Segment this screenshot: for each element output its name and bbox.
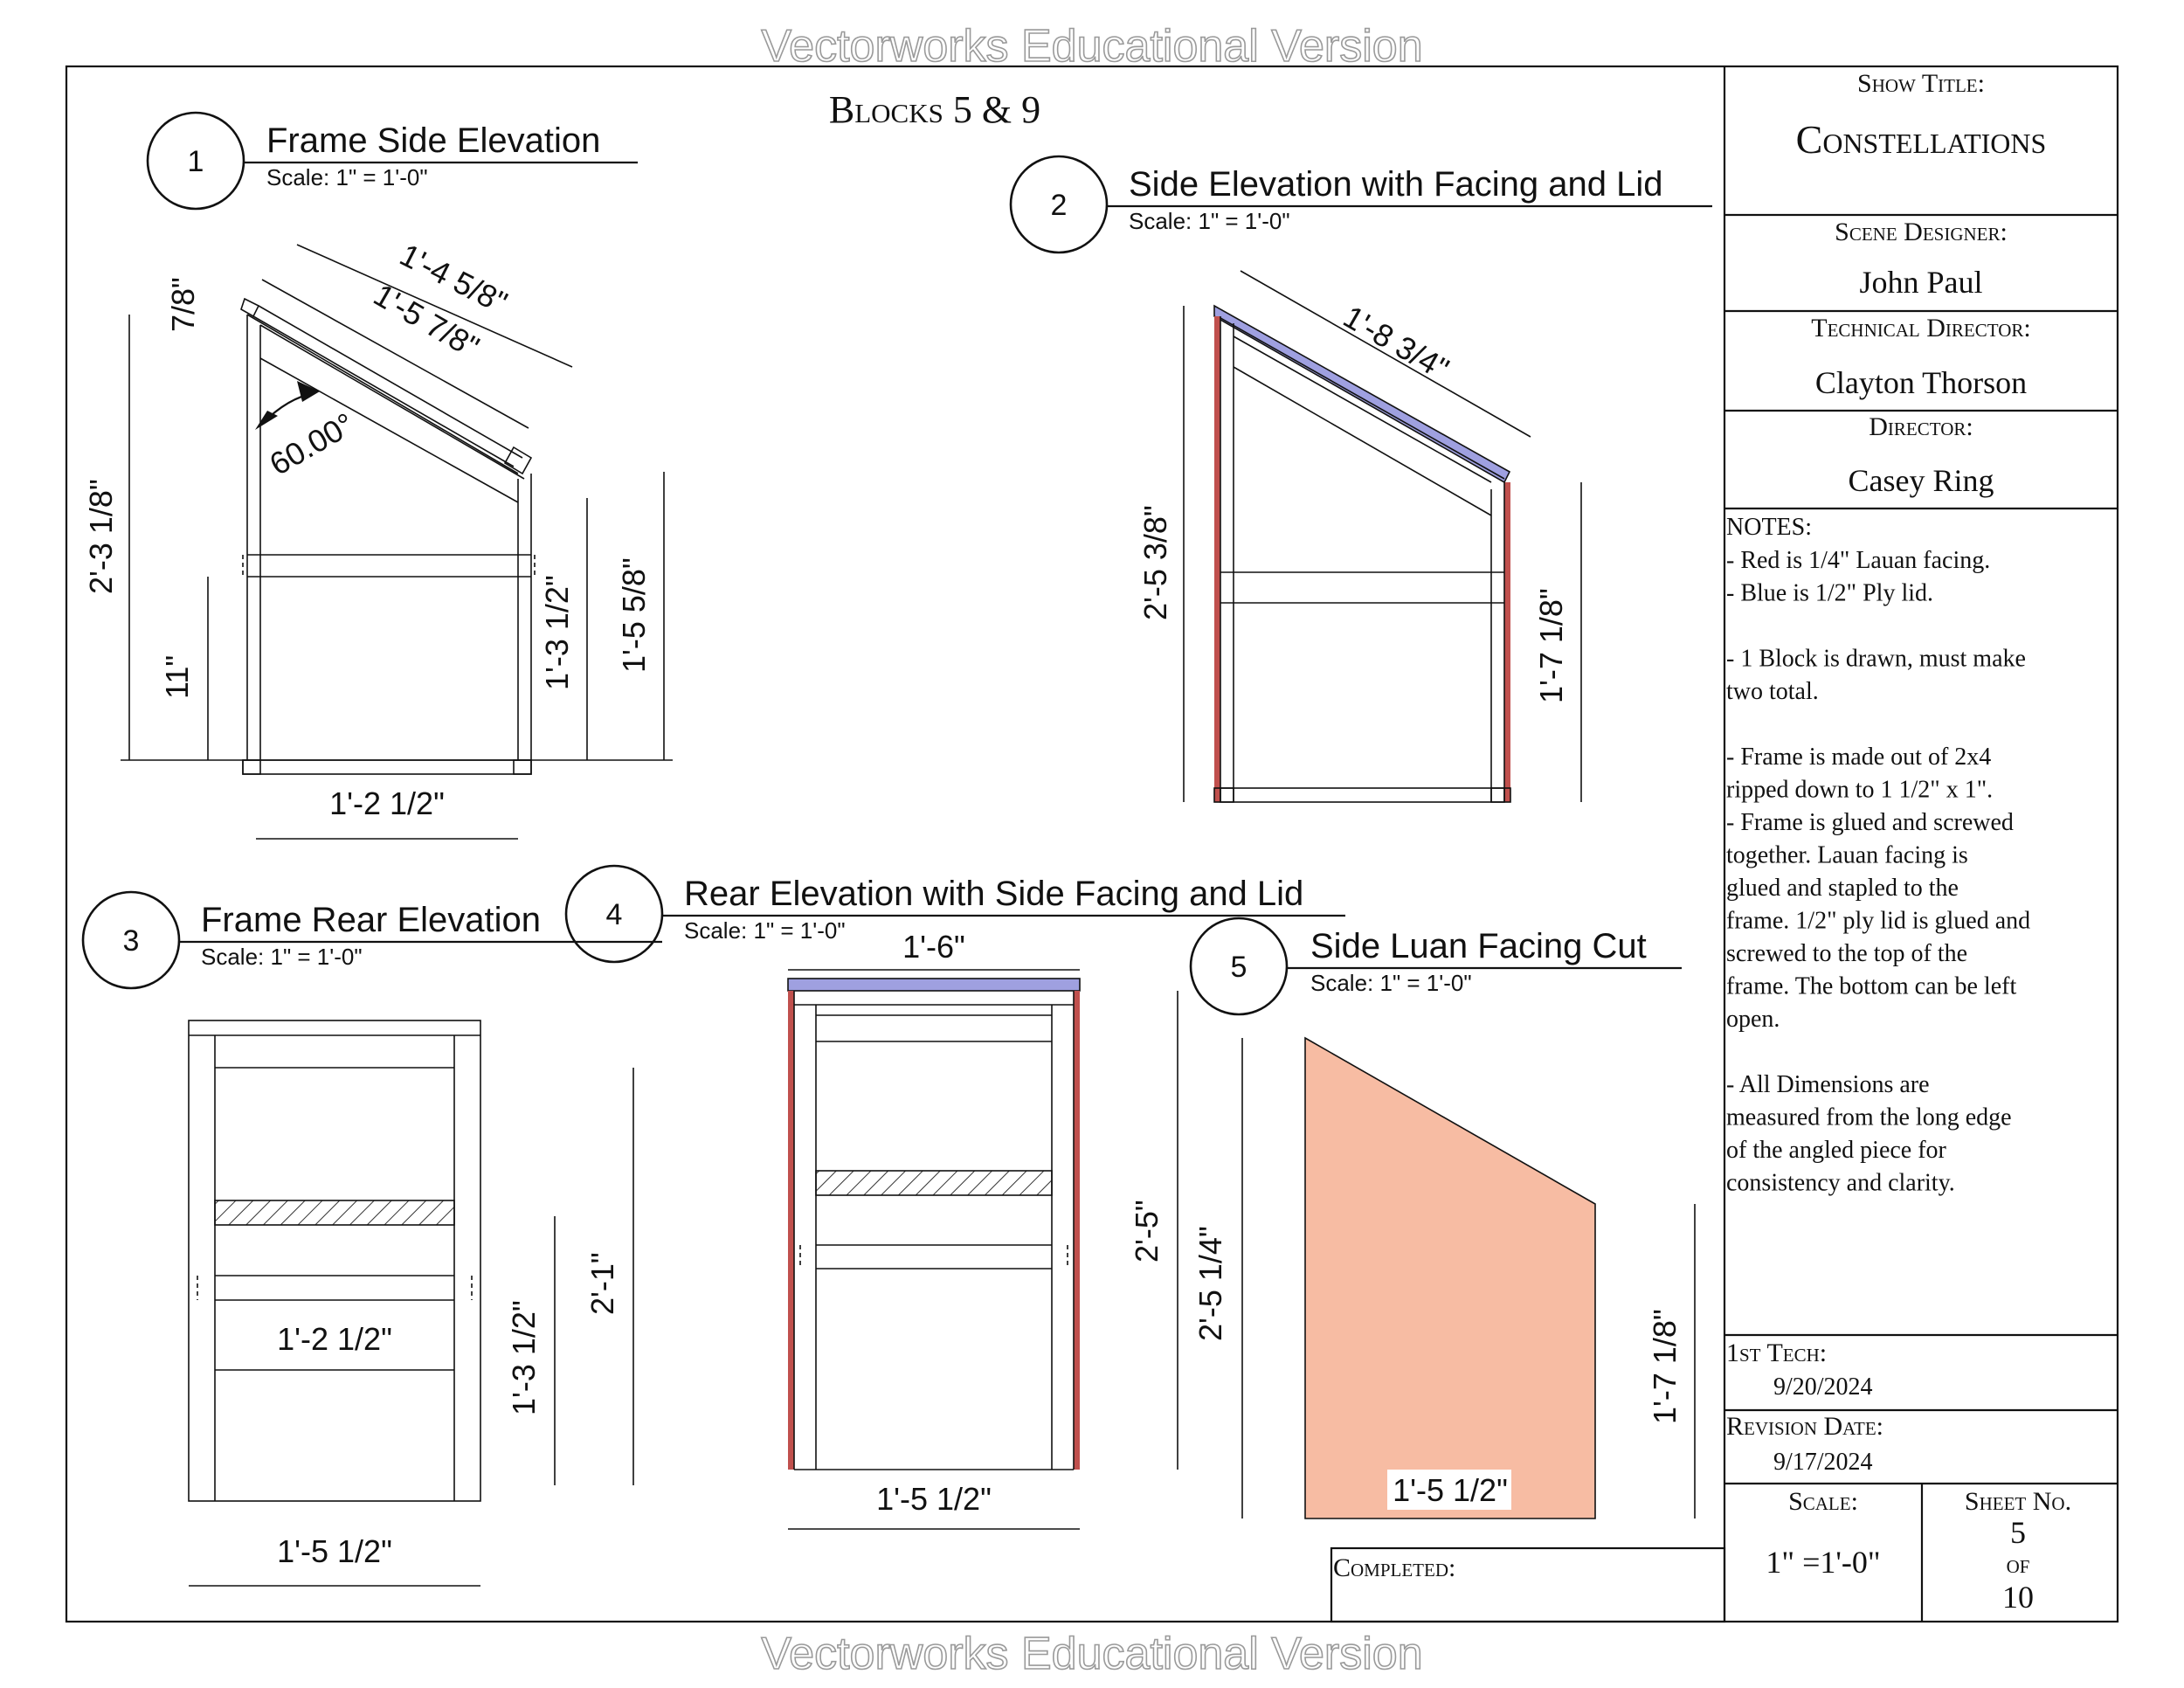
note-line: - Red is 1/4" Lauan facing. xyxy=(1726,547,1990,574)
v3-hatched-rail xyxy=(214,1200,455,1226)
technical-director-label: Technical Director: xyxy=(1811,314,2030,342)
scale-value: 1" =1'-0" xyxy=(1766,1545,1880,1580)
director: Casey Ring xyxy=(1849,463,1994,498)
view-1-title: Frame Side Elevation xyxy=(266,121,600,160)
v1-dim-angle: 60.00° xyxy=(264,405,361,482)
v4-ply-lid xyxy=(787,978,1081,992)
v2-dim-right: 1'-7 1/8" xyxy=(1533,588,1569,703)
scene-designer-label: Scene Designer: xyxy=(1835,218,2008,246)
completed-label: Completed: xyxy=(1333,1553,1455,1582)
v2-dim-height: 2'-5 3/8" xyxy=(1137,505,1173,620)
v1-dim-width: 1'-2 1/2" xyxy=(329,785,445,821)
v1-dim-rail: 11" xyxy=(159,655,195,699)
director-label: Director: xyxy=(1869,412,1973,441)
view-1-number: 1 xyxy=(188,145,204,178)
show-title-label: Show Title: xyxy=(1857,69,1985,98)
v3-dim-inner-width: 1'-2 1/2" xyxy=(277,1321,392,1357)
note-line: glued and stapled to the xyxy=(1726,875,1959,902)
v4-dim-width: 1'-5 1/2" xyxy=(876,1481,992,1517)
sheet-total: 10 xyxy=(2002,1580,2034,1615)
v1-dim-lip: 7/8" xyxy=(165,277,201,332)
view-5-title: Side Luan Facing Cut xyxy=(1310,927,1647,965)
revision-date: 9/17/2024 xyxy=(1773,1449,1873,1476)
view-4-number: 4 xyxy=(606,898,623,931)
v4-lauan-right xyxy=(1074,991,1080,1470)
sheet-of-label: of xyxy=(2007,1550,2030,1579)
first-tech-label: 1st Tech: xyxy=(1726,1339,1827,1367)
scale-label: Scale: xyxy=(1788,1487,1858,1516)
note-line: open. xyxy=(1726,1006,1780,1033)
v3-dim-width: 1'-5 1/2" xyxy=(277,1533,392,1569)
v2-dim-top: 1'-8 3/4" xyxy=(1337,298,1455,386)
note-line: - Frame is made out of 2x4 xyxy=(1726,744,1991,771)
note-line: - Blue is 1/2" Ply lid. xyxy=(1726,580,1933,607)
view-3-number: 3 xyxy=(123,924,140,958)
view-1-scale: Scale: 1" = 1'-0" xyxy=(266,164,428,190)
view-3-bubble xyxy=(81,890,181,990)
view-4-scale: Scale: 1" = 1'-0" xyxy=(684,917,846,944)
note-line: screwed to the top of the xyxy=(1726,940,1967,967)
v5-dim-height: 2'-5 1/4" xyxy=(1192,1226,1228,1341)
v5-luan-facing xyxy=(1304,1036,1596,1519)
notes-label: NOTES: xyxy=(1726,514,1812,541)
note-line: - Frame is glued and screwed xyxy=(1726,809,2014,836)
note-line: together. Lauan facing is xyxy=(1726,842,1968,869)
show-title: Constellations xyxy=(1796,117,2047,162)
note-line: ripped down to 1 1/2" x 1". xyxy=(1726,777,1993,804)
scene-designer: John Paul xyxy=(1859,265,1982,300)
first-tech-date: 9/20/2024 xyxy=(1773,1373,1873,1401)
note-line: - 1 Block is drawn, must make xyxy=(1726,646,2026,673)
note-line: frame. 1/2" ply lid is glued and xyxy=(1726,908,2030,935)
view-3-scale: Scale: 1" = 1'-0" xyxy=(201,944,363,970)
sheet-no-label: Sheet No. xyxy=(1965,1487,2071,1516)
view-3-title: Frame Rear Elevation xyxy=(201,901,541,939)
view-2-scale: Scale: 1" = 1'-0" xyxy=(1129,208,1290,234)
watermark-bottom: Vectorworks Educational Version xyxy=(761,1629,1422,1679)
note-line: frame. The bottom can be left xyxy=(1726,973,2016,1000)
view-2-side-elevation-facing-lid: 2 Side Elevation with Facing and Lid Sca… xyxy=(1009,155,1712,803)
v5-dim-width: 1'-5 1/2" xyxy=(1393,1472,1508,1508)
title-block: Show Title: Constellations Scene Designe… xyxy=(1330,66,2118,1623)
view-2-bubble xyxy=(1009,155,1109,254)
note-line: two total. xyxy=(1726,678,1819,705)
view-4-title: Rear Elevation with Side Facing and Lid xyxy=(684,875,1303,913)
v1-dim-right-mid: 1'-3 1/2" xyxy=(539,575,575,690)
view-5-scale: Scale: 1" = 1'-0" xyxy=(1310,970,1472,996)
sheet-no: 5 xyxy=(2010,1515,2026,1550)
sheet-title: Blocks 5 & 9 xyxy=(829,88,1040,131)
v2-lauan-right xyxy=(1504,482,1510,802)
note-line: of the angled piece for xyxy=(1726,1137,1947,1164)
v2-lauan-left xyxy=(1214,316,1220,802)
notes-list: - Red is 1/4" Lauan facing. - Blue is 1/2… xyxy=(1726,547,2030,1197)
view-3-frame-rear-elevation: 3 Frame Rear Elevation Scale: 1" = 1'-0"… xyxy=(81,890,634,1587)
view-4-rear-elevation-facing-lid: 4 Rear Elevation with Side Facing and Li… xyxy=(564,864,1345,1530)
technical-director: Clayton Thorson xyxy=(1815,365,2027,400)
view-2-title: Side Elevation with Facing and Lid xyxy=(1129,165,1662,204)
view-5-side-luan-facing-cut: 5 Side Luan Facing Cut Scale: 1" = 1'-0"… xyxy=(1189,917,1696,1519)
note-line: - All Dimensions are xyxy=(1726,1071,1930,1098)
v3-dim-mid: 1'-3 1/2" xyxy=(506,1300,542,1415)
v4-lauan-left xyxy=(788,991,794,1470)
view-4-bubble xyxy=(564,864,664,964)
v4-dim-height: 2'-5" xyxy=(1129,1200,1165,1263)
note-line: consistency and clarity. xyxy=(1726,1170,1955,1197)
view-2-number: 2 xyxy=(1051,189,1068,222)
view-1-bubble xyxy=(146,111,245,211)
view-1-frame-side-elevation: 1 Frame Side Elevation Scale: 1" = 1'-0" xyxy=(83,111,673,840)
revision-label: Revision Date: xyxy=(1726,1412,1883,1441)
sheet-border xyxy=(65,65,2119,1623)
v3-dim-upper: 2'-1" xyxy=(584,1252,620,1315)
v1-dim-right-total: 1'-5 5/8" xyxy=(616,557,652,673)
watermark-top: Vectorworks Educational Version xyxy=(761,21,1422,72)
v1-dim-height: 2'-3 1/8" xyxy=(83,479,119,594)
v4-dim-top: 1'-6" xyxy=(902,929,965,965)
v5-dim-right: 1'-7 1/8" xyxy=(1647,1309,1683,1424)
view-5-bubble xyxy=(1189,917,1289,1016)
v4-hatched-rail xyxy=(815,1170,1053,1196)
note-line: measured from the long edge xyxy=(1726,1104,2012,1131)
view-5-number: 5 xyxy=(1231,951,1248,984)
